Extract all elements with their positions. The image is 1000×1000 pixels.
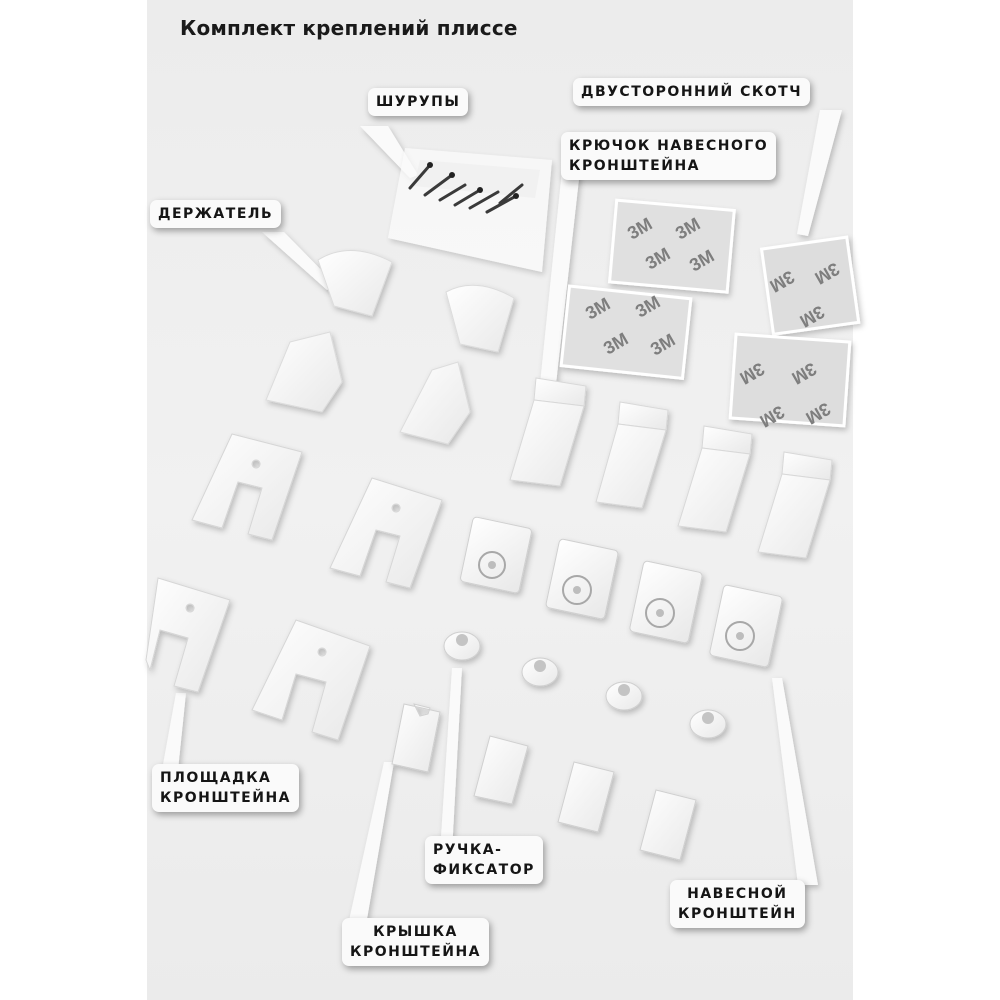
leader-handle (440, 668, 462, 852)
leader-hook (540, 170, 580, 384)
hanging-brackets (460, 516, 783, 668)
bracket-pads (145, 433, 443, 741)
label-tape: двусторонний скотч (573, 78, 811, 106)
holder-2 (445, 284, 515, 353)
pad-1 (191, 433, 303, 541)
page-title: Комплект креплений плиссе (180, 16, 518, 40)
tape-pieces: 3M 3M 3M 3M 3M 3M 3M 3M 3M 3M 3M 3M 3M 3… (559, 198, 861, 431)
handle-locks (443, 631, 727, 739)
label-hanging: навеснойкронштейн (670, 880, 805, 928)
holder-4 (399, 361, 471, 445)
callout-leaders (162, 110, 842, 925)
leader-pad (162, 693, 186, 770)
screws (408, 163, 524, 214)
screws-bag (388, 148, 552, 272)
holders (265, 250, 515, 445)
hook-1 (509, 399, 585, 487)
pad-4 (251, 619, 371, 741)
leader-hanging (772, 678, 818, 885)
pad-3 (145, 577, 231, 693)
bracket-covers (391, 703, 697, 861)
cover-4 (639, 789, 697, 861)
cover-3 (557, 761, 615, 833)
hook-4 (757, 473, 831, 559)
label-handle: ручка-фиксатор (425, 836, 543, 884)
hanging-hooks (509, 377, 833, 559)
label-screws: шурупы (368, 88, 469, 116)
label-holder: держатель (150, 200, 282, 228)
leader-holder (262, 232, 336, 290)
cover-2 (473, 735, 529, 805)
holder-3 (265, 331, 343, 413)
label-hook: крючок навесногокронштейна (561, 132, 777, 180)
leader-tape (797, 110, 842, 236)
hook-2 (595, 423, 667, 509)
cover-1 (391, 703, 441, 773)
holder-1 (317, 250, 393, 317)
hook-3 (677, 447, 751, 533)
leader-cover (348, 762, 394, 925)
pad-2 (329, 477, 443, 589)
label-cover: крышкакронштейна (342, 918, 489, 966)
label-pad: площадкакронштейна (152, 764, 299, 812)
